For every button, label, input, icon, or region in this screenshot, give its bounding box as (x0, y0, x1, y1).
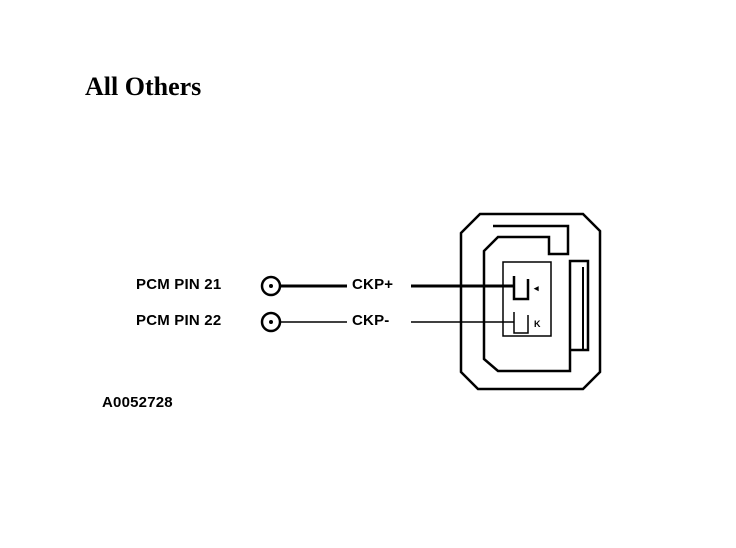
cavity-2-marker: K (534, 319, 541, 329)
cavity-2-pin (513, 312, 529, 334)
sensor-connector (459, 212, 602, 391)
cavity-1-pin (512, 276, 530, 301)
diagram-title: All Others (85, 72, 202, 101)
pcm-pin-22-label: PCM PIN 22 (136, 312, 222, 329)
pcm-pin-21-label: PCM PIN 21 (136, 276, 222, 293)
ckp-plus-label: CKP+ (352, 276, 394, 293)
ckp-minus-label: CKP- (352, 312, 390, 329)
cavity-1-marker: ◂ (533, 283, 539, 293)
figure-reference-code: A0052728 (102, 394, 173, 411)
pcm-pin-21-terminal (260, 275, 282, 297)
pcm-pin-22-terminal (260, 311, 282, 333)
